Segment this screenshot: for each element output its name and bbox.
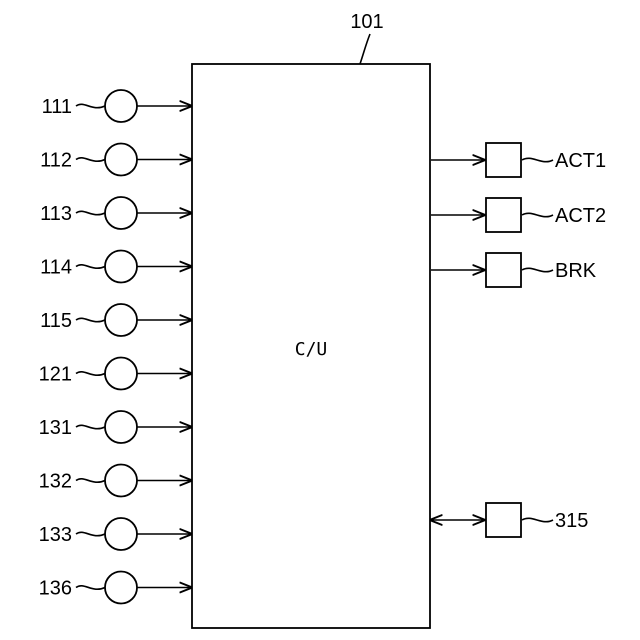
sensor-ref-label: 111 — [42, 96, 72, 118]
sensor-input: 112 — [40, 144, 191, 176]
sensor-ref-label: 115 — [40, 310, 72, 332]
actuator-label: ACT1 — [555, 150, 606, 172]
sensor-circle — [105, 251, 137, 283]
sensor-ref-label: 131 — [39, 417, 72, 439]
sensor-ref-label: 112 — [40, 150, 72, 172]
sensor-ref-label: 114 — [40, 257, 72, 279]
sensor-input: 114 — [40, 251, 191, 283]
sensor-input: 111 — [42, 90, 191, 122]
sensor-leader-line — [76, 372, 105, 375]
sensor-circle — [105, 465, 137, 497]
actuator-leader-line — [522, 158, 553, 161]
sensor-leader-line — [76, 318, 105, 321]
actuator-output: ACT2 — [431, 198, 606, 232]
sensor-circle — [105, 90, 137, 122]
actuator-label: BRK — [555, 260, 597, 282]
actuator-output: ACT1 — [431, 143, 606, 177]
sensor-input: 133 — [39, 518, 191, 550]
sensor-input: 136 — [39, 572, 191, 604]
control-unit-label: C/U — [295, 339, 328, 360]
sensor-input: 121 — [39, 358, 191, 390]
sensor-ref-label: 132 — [39, 471, 72, 493]
sensor-ref-label: 121 — [39, 364, 72, 386]
sensor-input: 132 — [39, 465, 191, 497]
actuator-label: ACT2 — [555, 205, 606, 227]
sensor-circle — [105, 304, 137, 336]
actuator-box — [486, 503, 521, 537]
sensor-ref-label: 136 — [39, 578, 72, 600]
sensor-ref-label: 133 — [39, 524, 72, 546]
sensor-circle — [105, 411, 137, 443]
actuator-box — [486, 143, 521, 177]
actuator-label: 315 — [555, 510, 588, 532]
sensor-leader-line — [76, 211, 105, 214]
sensor-leader-line — [76, 532, 105, 535]
sensor-leader-line — [76, 158, 105, 161]
sensor-input: 131 — [39, 411, 191, 443]
sensor-ref-label: 113 — [40, 203, 72, 225]
sensor-circle — [105, 197, 137, 229]
sensor-leader-line — [76, 425, 105, 428]
sensor-circle — [105, 358, 137, 390]
sensor-leader-line — [76, 265, 105, 268]
control-unit-ref: 101 — [350, 11, 383, 33]
actuator-output: BRK — [431, 253, 597, 287]
control-unit-ref-leader — [360, 34, 370, 64]
actuator-outputs: ACT1ACT2BRK 315 — [431, 143, 606, 537]
sensor-circle — [105, 572, 137, 604]
sensor-leader-line — [76, 479, 105, 482]
sensor-inputs: 111 112 113 114 115 121 131 132 133 136 — [39, 90, 191, 604]
actuator-output: 315 — [431, 503, 588, 537]
actuator-box — [486, 198, 521, 232]
actuator-leader-line — [522, 518, 553, 521]
sensor-input: 115 — [40, 304, 191, 336]
actuator-leader-line — [522, 268, 553, 271]
sensor-leader-line — [76, 104, 105, 107]
sensor-leader-line — [76, 586, 105, 589]
actuator-leader-line — [522, 213, 553, 216]
sensor-circle — [105, 518, 137, 550]
sensor-input: 113 — [40, 197, 191, 229]
sensor-circle — [105, 144, 137, 176]
actuator-box — [486, 253, 521, 287]
